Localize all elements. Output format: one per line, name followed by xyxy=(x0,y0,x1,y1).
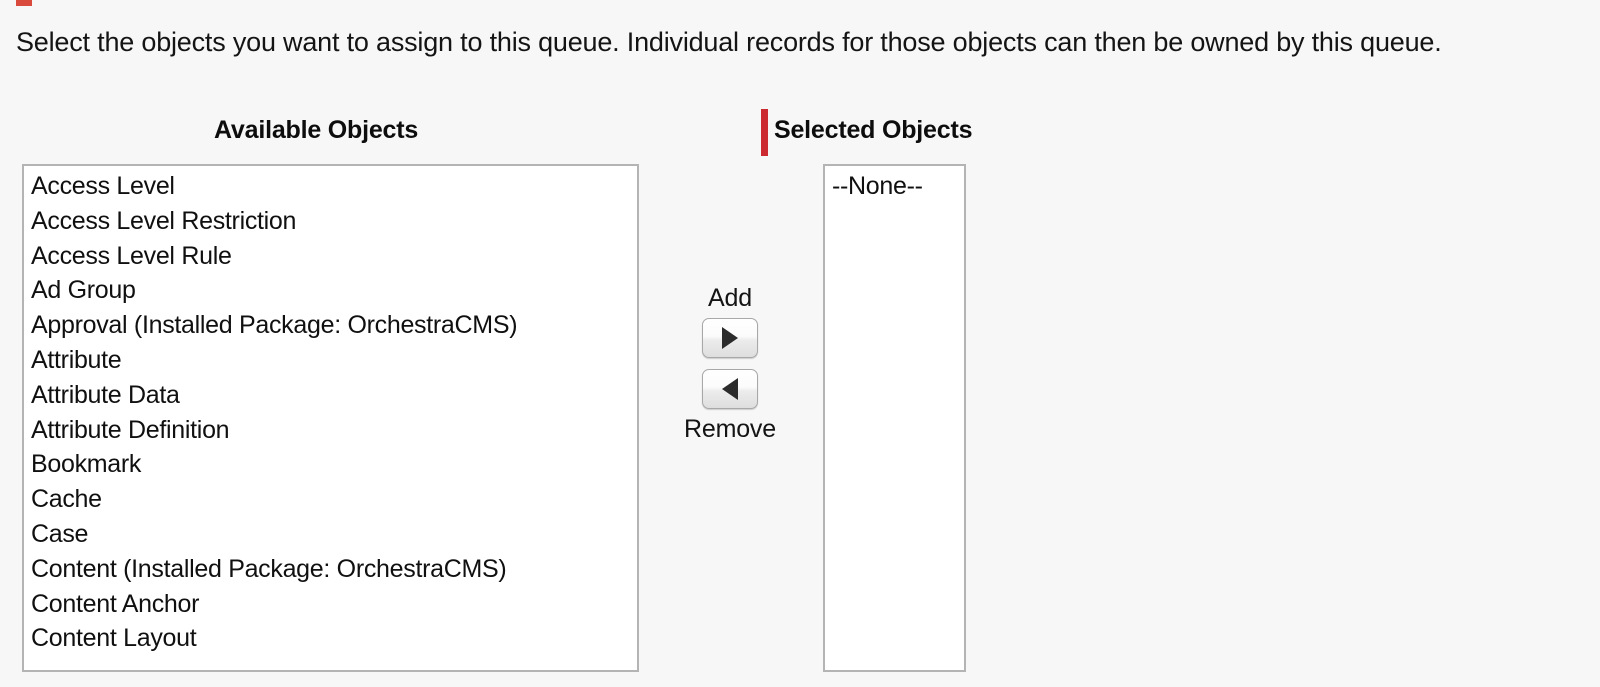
list-item[interactable]: Attribute xyxy=(31,345,122,374)
list-item[interactable]: Access Level Restriction xyxy=(31,206,297,235)
add-button[interactable] xyxy=(702,318,758,358)
add-label: Add xyxy=(708,284,752,312)
list-item[interactable]: Content Layout xyxy=(31,624,197,653)
triangle-right-icon xyxy=(722,327,738,349)
list-item[interactable]: Attribute Data xyxy=(31,380,180,409)
list-item[interactable]: Attribute Definition xyxy=(31,415,230,444)
list-item[interactable]: Cache xyxy=(31,485,102,514)
selected-options-wrap: --None-- xyxy=(825,166,964,204)
list-item[interactable]: Content (Installed Package: OrchestraCMS… xyxy=(31,554,507,583)
remove-button[interactable] xyxy=(702,369,758,409)
selected-objects-listbox[interactable]: --None-- xyxy=(823,164,966,672)
list-item[interactable]: Access Level xyxy=(31,172,175,200)
list-item[interactable]: Ad Group xyxy=(31,276,136,305)
available-objects-header: Available Objects xyxy=(214,116,419,144)
required-field-marker-top xyxy=(16,0,32,6)
remove-label: Remove xyxy=(684,415,776,443)
selected-objects-header: Selected Objects xyxy=(774,116,973,144)
list-item[interactable]: Access Level Rule xyxy=(31,241,232,270)
selected-objects-required-marker xyxy=(761,109,768,156)
list-item[interactable]: Bookmark xyxy=(31,450,142,479)
triangle-left-icon xyxy=(722,378,738,400)
list-item[interactable]: Case xyxy=(31,519,89,548)
available-objects-listbox[interactable]: Access Level Access Level Restriction Ac… xyxy=(22,164,639,672)
page-description: Select the objects you want to assign to… xyxy=(16,27,1442,57)
transfer-controls: Add Remove xyxy=(650,283,810,444)
list-item[interactable]: --None-- xyxy=(832,172,923,200)
list-item[interactable]: Approval (Installed Package: OrchestraCM… xyxy=(31,311,518,340)
available-options-wrap: Access Level Access Level Restriction Ac… xyxy=(24,166,637,656)
list-item[interactable]: Content Anchor xyxy=(31,589,200,618)
